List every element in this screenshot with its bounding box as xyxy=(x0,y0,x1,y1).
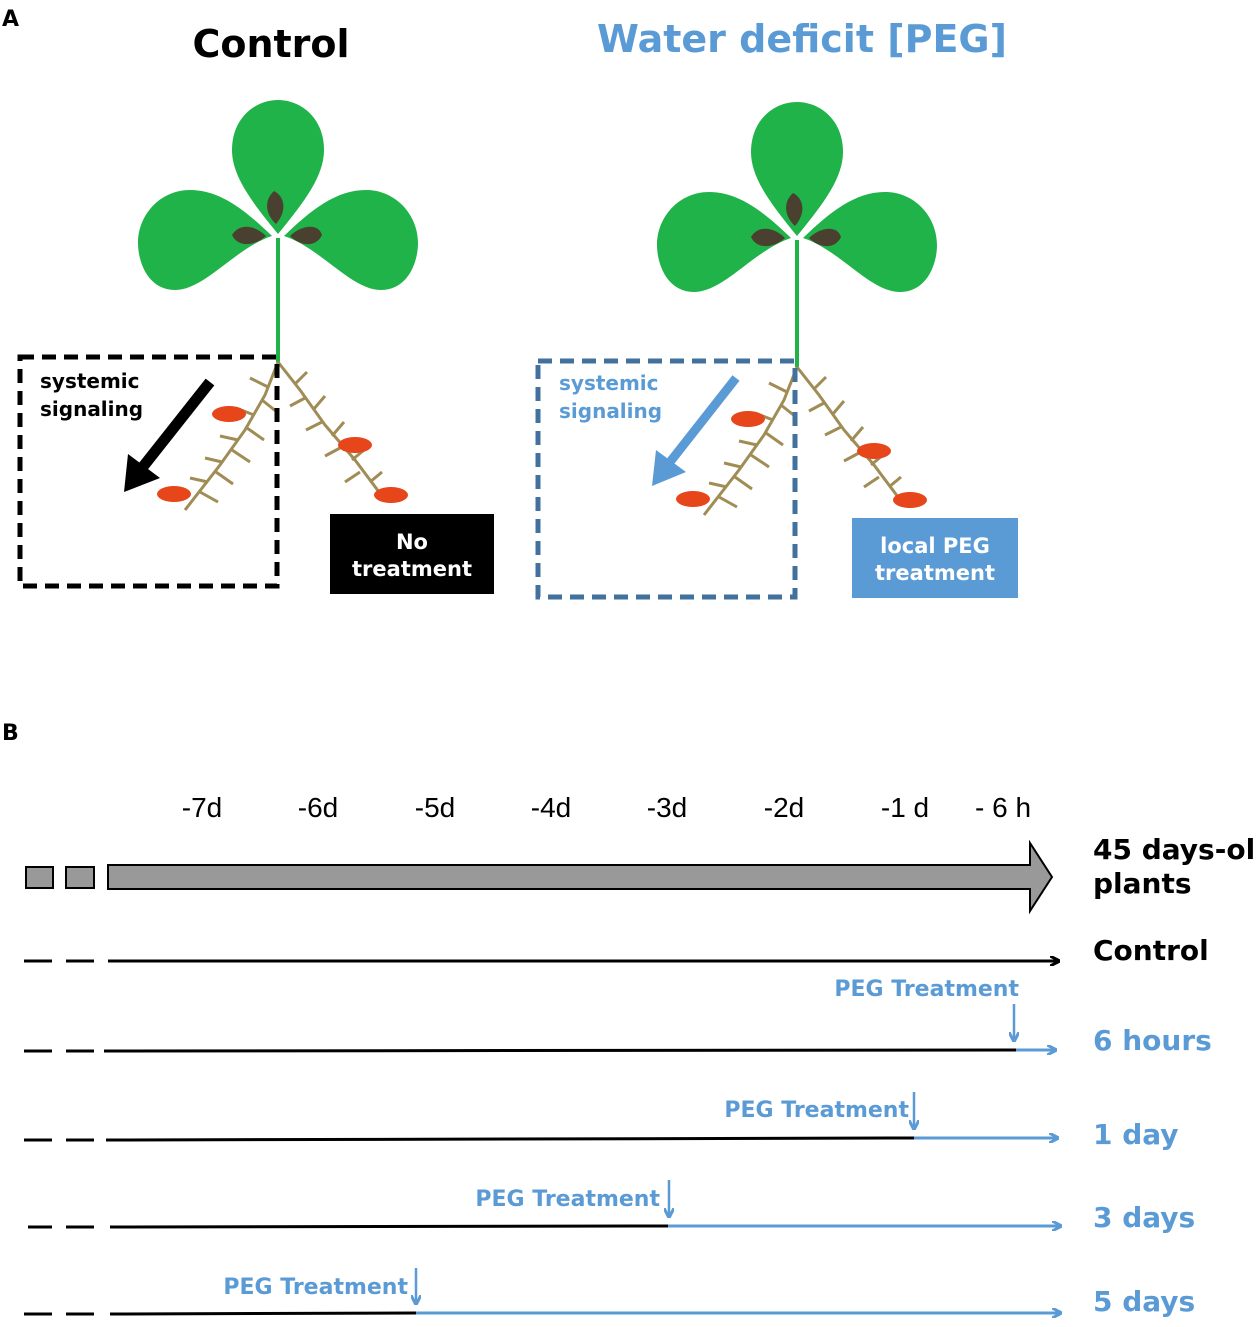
control-spot-top xyxy=(267,191,284,224)
row-label: 5 days xyxy=(1093,1285,1195,1318)
control-signal-arrow xyxy=(124,378,215,492)
water-leaf-left xyxy=(657,192,791,292)
water-spot-right xyxy=(809,228,841,247)
panel-a-letter: A xyxy=(2,7,19,32)
control-spot-left xyxy=(232,226,266,245)
water-dashed-box xyxy=(535,358,798,600)
no-treatment-line1: No xyxy=(396,530,428,554)
row-label: Control xyxy=(1093,934,1209,967)
local-peg-line1: local PEG xyxy=(880,534,990,558)
water-nodule-4 xyxy=(893,492,927,508)
water-signal-arrow xyxy=(652,375,740,486)
water-spot-top xyxy=(786,193,803,226)
control-signal-line1: systemic xyxy=(40,369,140,393)
pre-treatment-line xyxy=(109,1311,417,1316)
control-nodule-1 xyxy=(212,406,246,422)
pre-treatment-line xyxy=(105,1136,915,1142)
row-label: 1 day xyxy=(1093,1118,1179,1151)
tick-label: -7d xyxy=(182,792,222,823)
tick-label: -5d xyxy=(415,792,455,823)
water-signal-line1: systemic xyxy=(559,371,659,395)
water-deficit-title: Water deficit [PEG] xyxy=(597,17,1007,61)
control-plant xyxy=(138,100,418,362)
main-label-line2: plants xyxy=(1093,867,1192,900)
tick-label: - 6 h xyxy=(975,792,1031,823)
control-title: Control xyxy=(192,22,349,66)
timeline-ticks: -7d -6d -5d -4d -3d -2d -1 d - 6 h xyxy=(182,792,1031,823)
control-nodule-2 xyxy=(338,437,372,453)
break-block-2 xyxy=(65,866,95,889)
local-peg-box xyxy=(852,518,1018,598)
gray-arrow xyxy=(107,839,1054,915)
row-control: Control xyxy=(24,934,1209,967)
row-label: 6 hours xyxy=(1093,1024,1212,1057)
row-3-days: PEG Treatment 3 days xyxy=(28,1180,1195,1234)
control-nodule-4 xyxy=(374,487,408,503)
control-nodule-3 xyxy=(157,486,191,502)
water-nodule-3 xyxy=(676,491,710,507)
control-leaf-top xyxy=(232,100,324,234)
water-roots xyxy=(702,366,906,516)
tick-label: -4d xyxy=(531,792,571,823)
control-leaf-left xyxy=(138,190,272,290)
break-block-1 xyxy=(25,866,54,889)
peg-label: PEG Treatment xyxy=(223,1275,408,1300)
main-label-line1: 45 days-old xyxy=(1093,833,1256,866)
no-treatment-box xyxy=(330,514,494,594)
control-spot-right xyxy=(290,226,322,245)
peg-label: PEG Treatment xyxy=(475,1187,660,1212)
local-peg-line2: treatment xyxy=(875,561,995,585)
pre-treatment-line xyxy=(109,1224,669,1229)
water-leaf-right xyxy=(803,192,937,292)
main-timeline-arrow xyxy=(25,839,1054,915)
row-5-days: PEG Treatment 5 days xyxy=(24,1268,1195,1318)
pre-treatment-line xyxy=(103,1048,1017,1053)
row-6-hours: PEG Treatment 6 hours xyxy=(24,977,1212,1057)
tick-label: -6d xyxy=(298,792,338,823)
row-label: 3 days xyxy=(1093,1201,1195,1234)
tick-label: -1 d xyxy=(881,792,929,823)
row-1-day: PEG Treatment 1 day xyxy=(24,1092,1179,1151)
water-signal-line2: signaling xyxy=(559,399,662,423)
peg-label: PEG Treatment xyxy=(724,1098,909,1123)
water-leaf-top xyxy=(751,102,843,236)
no-treatment-line2: treatment xyxy=(352,557,472,581)
water-spot-left xyxy=(751,228,785,247)
control-leaf-right xyxy=(284,190,418,290)
peg-label: PEG Treatment xyxy=(834,977,1019,1002)
water-nodule-1 xyxy=(731,411,765,427)
water-nodule-2 xyxy=(857,443,891,459)
tick-label: -2d xyxy=(764,792,804,823)
water-plant xyxy=(657,102,937,367)
panel-b-letter: B xyxy=(2,721,19,746)
tick-label: -3d xyxy=(647,792,687,823)
control-roots xyxy=(183,361,387,511)
control-signal-line2: signaling xyxy=(40,397,143,421)
